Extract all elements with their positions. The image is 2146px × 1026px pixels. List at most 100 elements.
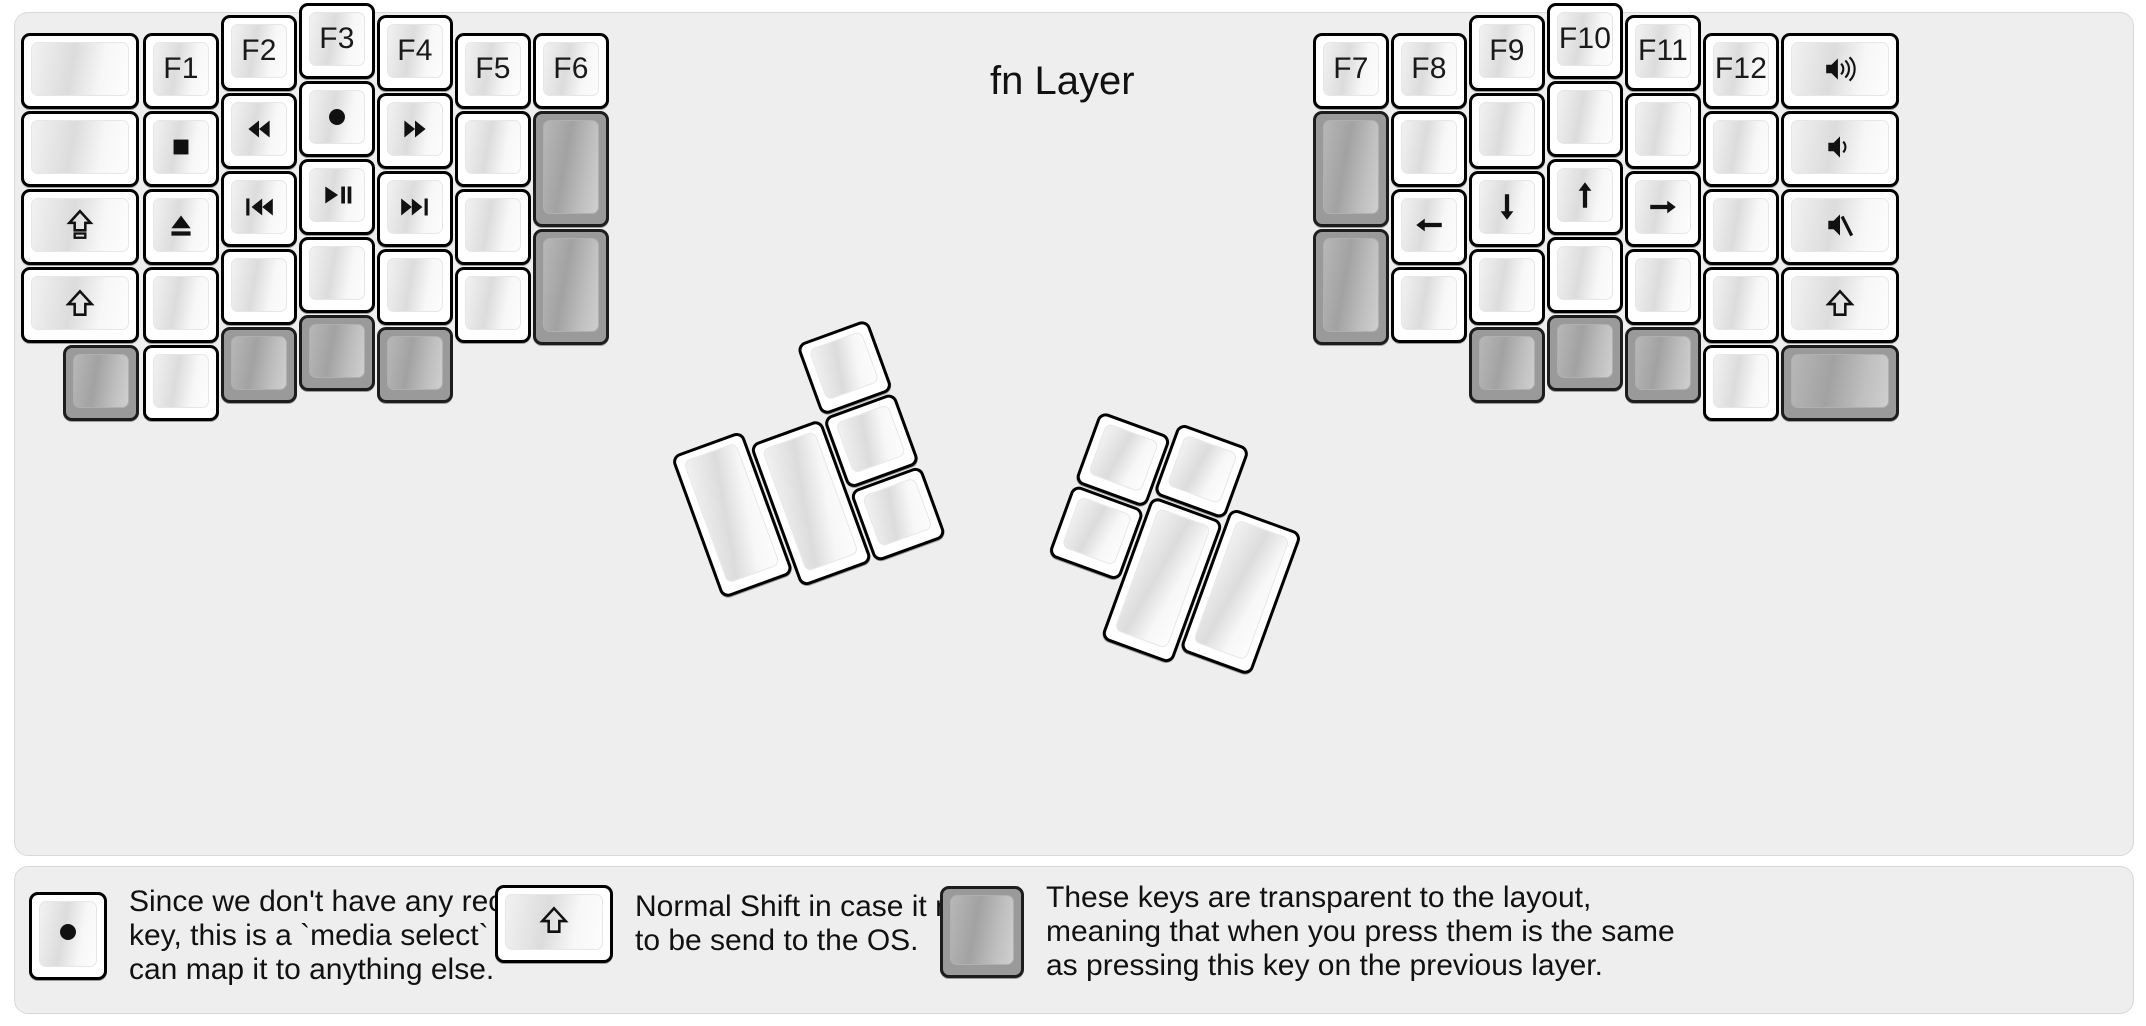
key-f6[interactable]: F6	[533, 33, 609, 109]
key-transparent[interactable]	[533, 229, 609, 345]
key-f3[interactable]: F3	[299, 3, 375, 79]
key-label: F4	[397, 34, 433, 67]
key-arrow-up[interactable]	[1547, 159, 1623, 235]
key-f2[interactable]: F2	[221, 15, 297, 91]
blank-icon	[1558, 91, 1612, 143]
keycap-face	[387, 102, 443, 156]
legend-item: Normal Shift in case it needs to be send…	[495, 885, 1017, 963]
key-f11[interactable]: F11	[1625, 15, 1701, 91]
keycap-face	[861, 477, 933, 548]
key-transparent[interactable]	[63, 345, 139, 421]
media-rewind-icon	[232, 103, 286, 155]
key-blank[interactable]	[1391, 267, 1467, 343]
key-f7[interactable]: F7	[1313, 33, 1389, 109]
key-blank[interactable]	[143, 267, 219, 343]
key-media-eject[interactable]	[143, 189, 219, 265]
key-transparent[interactable]	[377, 327, 453, 403]
key-caps-shift-arrow[interactable]	[21, 189, 139, 265]
key-arrow-left[interactable]	[1391, 189, 1467, 265]
keycap-face	[153, 276, 209, 330]
legend-panel: Since we don't have any recording key, t…	[14, 866, 2134, 1014]
legend-item: Since we don't have any recording key, t…	[29, 885, 595, 988]
blank-icon	[154, 277, 208, 329]
keycap-face	[1479, 258, 1535, 312]
key-volume-mute[interactable]	[1781, 189, 1899, 265]
key-transparent[interactable]	[1313, 111, 1389, 227]
key-blank[interactable]	[1625, 93, 1701, 169]
key-media-record[interactable]	[299, 81, 375, 157]
key-blank[interactable]	[1625, 249, 1701, 325]
key-media-prev[interactable]	[221, 171, 297, 247]
keycap-face	[1061, 496, 1133, 566]
blank-icon	[310, 247, 364, 299]
key-shift-arrow[interactable]	[21, 267, 139, 343]
keycap-face	[231, 258, 287, 312]
keycap-face	[1713, 198, 1769, 252]
key-arrow-down[interactable]	[1469, 171, 1545, 247]
key-f4[interactable]: F4	[377, 15, 453, 91]
volume-down-icon	[1792, 121, 1888, 173]
key-volume-down[interactable]	[1781, 111, 1899, 187]
key-transparent[interactable]	[1781, 345, 1899, 421]
key-transparent[interactable]	[221, 327, 297, 403]
key-blank[interactable]	[1547, 237, 1623, 313]
arrow-right-icon	[1636, 181, 1690, 233]
key-blank[interactable]	[455, 267, 531, 343]
key-blank[interactable]	[221, 249, 297, 325]
key-blank[interactable]	[299, 237, 375, 313]
key-f8[interactable]: F8	[1391, 33, 1467, 109]
keycap-face	[1557, 90, 1613, 144]
key-blank[interactable]	[1703, 267, 1779, 343]
key-media-stop[interactable]	[143, 111, 219, 187]
key-transparent[interactable]	[1625, 327, 1701, 403]
key-f5[interactable]: F5	[455, 33, 531, 109]
key-blank[interactable]	[1547, 81, 1623, 157]
key-blank[interactable]	[455, 189, 531, 265]
keycap-face: F6	[543, 42, 599, 96]
keycap-face	[1791, 198, 1889, 252]
blank-icon	[544, 121, 598, 213]
keycap-face	[465, 276, 521, 330]
keycap-face: F1	[153, 42, 209, 96]
caps-shift-arrow-icon	[32, 199, 128, 251]
key-transparent[interactable]	[1469, 327, 1545, 403]
key-blank[interactable]	[1703, 189, 1779, 265]
keycap-face	[309, 90, 365, 144]
key-blank[interactable]	[455, 111, 531, 187]
key-f1[interactable]: F1	[143, 33, 219, 109]
key-transparent[interactable]	[1313, 229, 1389, 345]
key-f12[interactable]: F12	[1703, 33, 1779, 109]
key-blank[interactable]	[1703, 111, 1779, 187]
key-shift-arrow[interactable]	[1781, 267, 1899, 343]
key-f10[interactable]: F10	[1547, 3, 1623, 79]
keycap-face	[808, 330, 880, 401]
blank-icon	[232, 259, 286, 311]
key-blank[interactable]	[1703, 345, 1779, 421]
key-blank[interactable]	[143, 345, 219, 421]
key-blank[interactable]	[1469, 93, 1545, 169]
keycap-face	[231, 102, 287, 156]
key-transparent[interactable]	[299, 315, 375, 391]
key-blank[interactable]	[1469, 249, 1545, 325]
key-blank[interactable]	[1391, 111, 1467, 187]
key-media-fast-forward[interactable]	[377, 93, 453, 169]
key-media-rewind[interactable]	[221, 93, 297, 169]
key-transparent[interactable]	[1547, 315, 1623, 391]
legend-sample-key	[940, 886, 1024, 979]
blank-icon	[232, 337, 286, 389]
key-blank[interactable]	[377, 249, 453, 325]
keycap-face: F4	[387, 24, 443, 78]
key-f9[interactable]: F9	[1469, 15, 1545, 91]
blank-icon	[74, 355, 128, 407]
key-media-next[interactable]	[377, 171, 453, 247]
key-volume-up[interactable]	[1781, 33, 1899, 109]
media-eject-icon	[154, 199, 208, 251]
key-blank[interactable]	[21, 111, 139, 187]
key-transparent[interactable]	[533, 111, 609, 227]
keycap-face: F12	[1713, 42, 1769, 96]
blank-icon	[1480, 259, 1534, 311]
key-media-play-pause[interactable]	[299, 159, 375, 235]
key-arrow-right[interactable]	[1625, 171, 1701, 247]
key-blank[interactable]	[21, 33, 139, 109]
keycap-face: F7	[1323, 42, 1379, 96]
